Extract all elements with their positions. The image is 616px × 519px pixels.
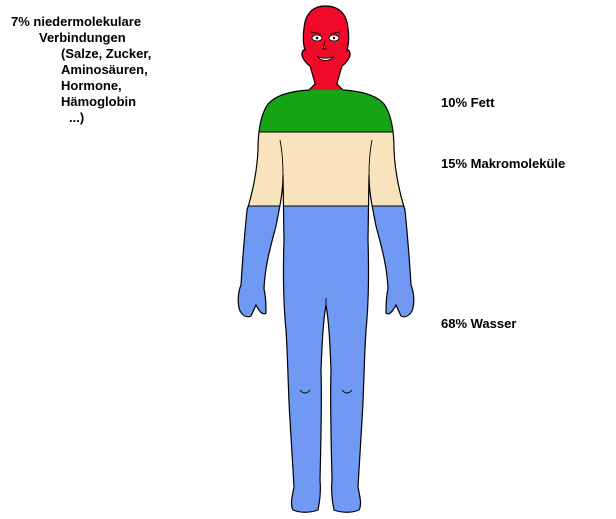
torso-segment: [200, 132, 460, 206]
label-small-molecules-line-6: Hämoglobin: [11, 94, 151, 110]
label-small-molecules-line-2: Verbindungen: [11, 30, 151, 46]
label-small-molecules-line-7: ...): [11, 110, 151, 126]
label-small-molecules-line-4: Aminosäuren,: [11, 62, 151, 78]
label-small-molecules-line-5: Hormone,: [11, 78, 151, 94]
shoulders-segment: [200, 90, 460, 132]
head-segment: [200, 0, 460, 90]
label-fat: 10% Fett: [441, 95, 494, 111]
label-small-molecules: 7% niedermolekulare Verbindungen (Salze,…: [11, 14, 151, 126]
label-small-molecules-line-1: 7% niedermolekulare: [11, 14, 151, 30]
label-small-molecules-line-3: (Salze, Zucker,: [11, 46, 151, 62]
label-macromolecules: 15% Makromoleküle: [441, 156, 565, 172]
label-water: 68% Wasser: [441, 316, 516, 332]
lower-body-segment: [200, 206, 460, 519]
